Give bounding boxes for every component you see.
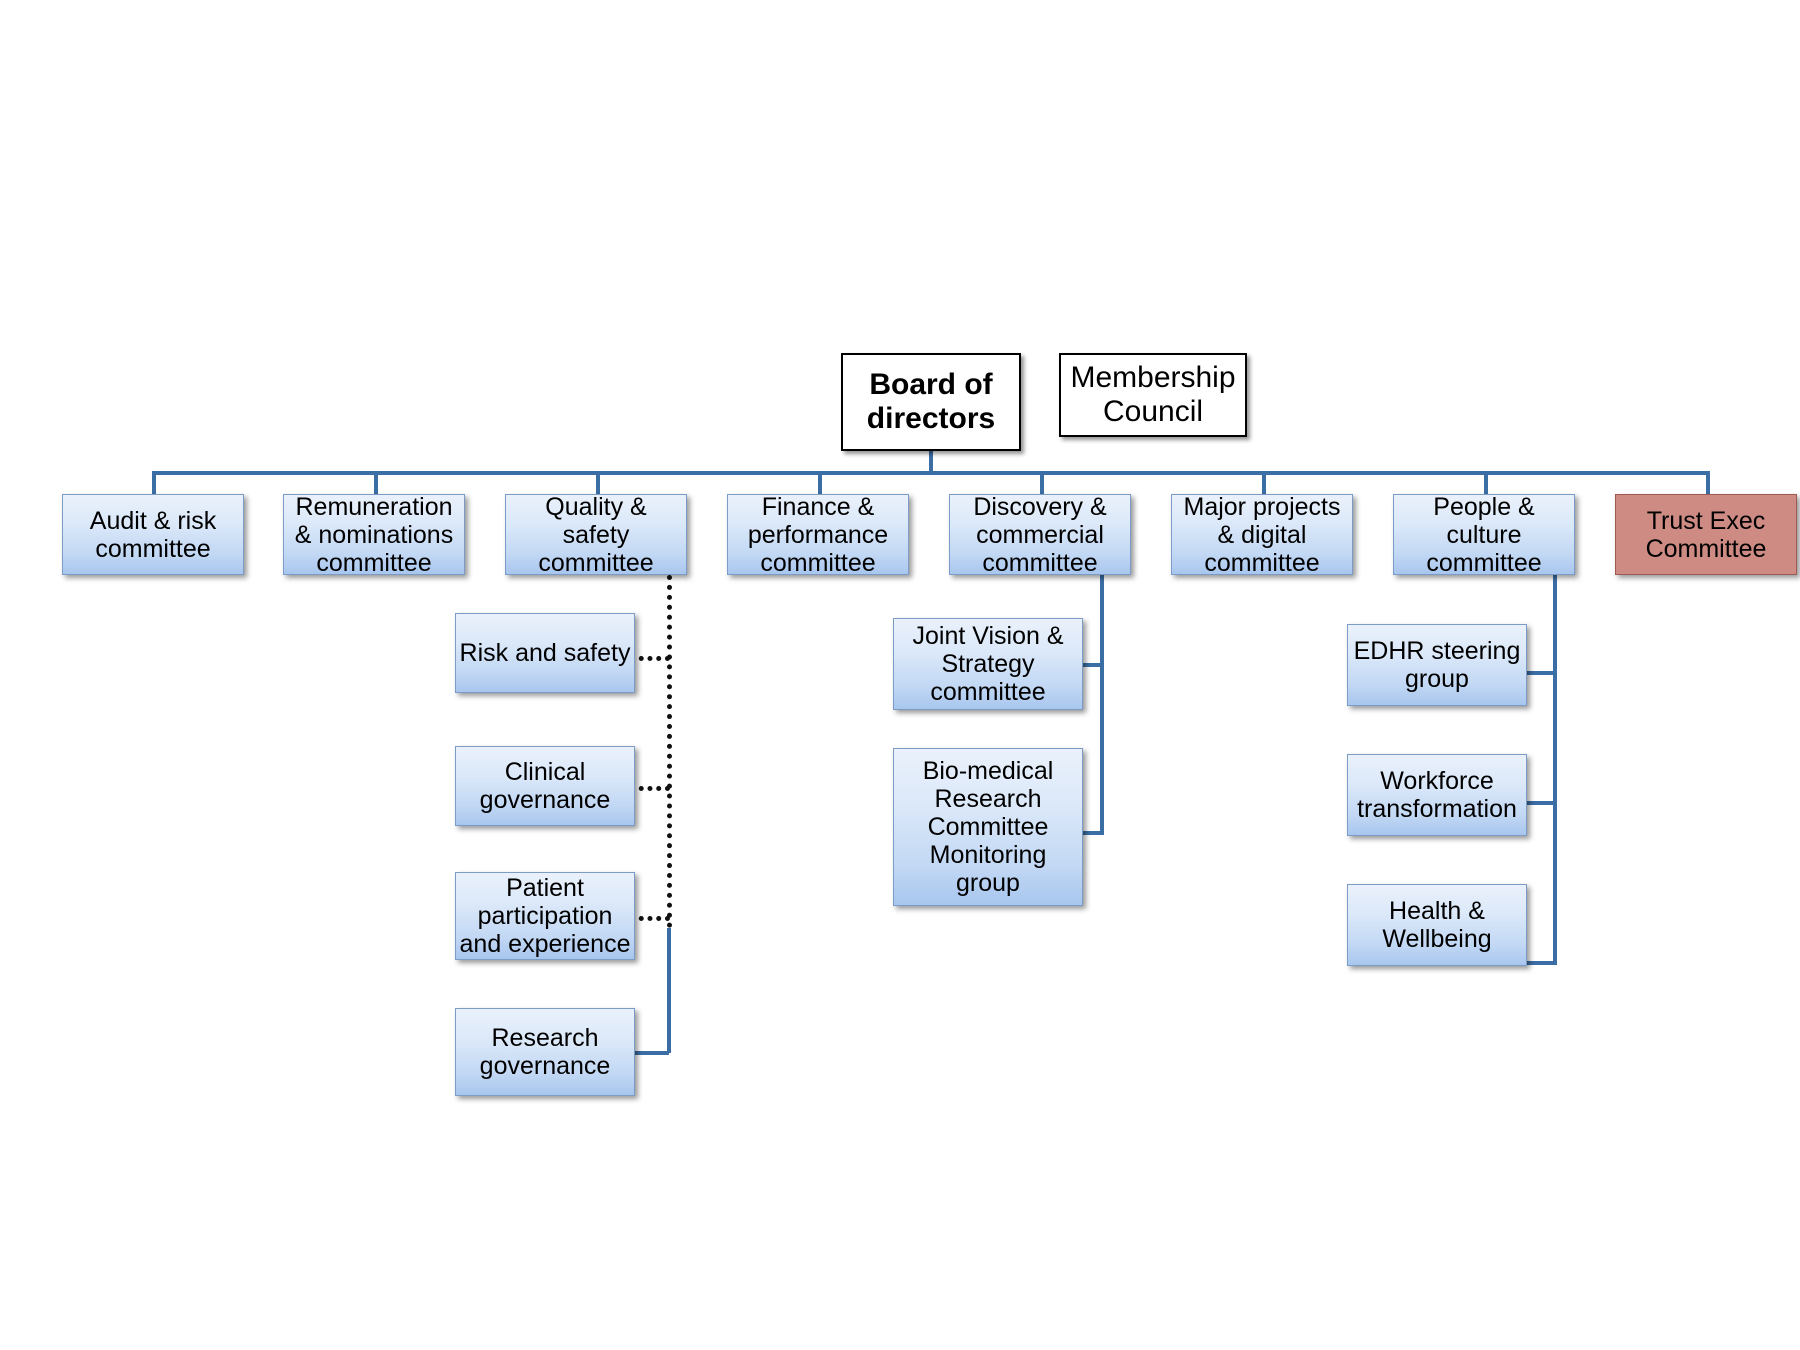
connector-discovery-spine	[1100, 575, 1104, 833]
connector-people-to-health-wellbeing	[1522, 961, 1557, 965]
node-label: People & culture committee	[1426, 492, 1542, 577]
node-membership-council[interactable]: Membership Council	[1059, 353, 1247, 437]
node-workforce-transformation[interactable]: Workforce transformation	[1347, 754, 1527, 836]
node-bio-medical-research-committee-monitoring-group[interactable]: Bio-medical Research Committee Monitorin…	[893, 748, 1083, 906]
connector-drop-audit	[152, 471, 156, 495]
node-label: Joint Vision & Strategy committee	[912, 622, 1064, 706]
node-label: Discovery & commercial committee	[973, 492, 1107, 577]
node-label: Workforce transformation	[1357, 767, 1517, 823]
node-label: Clinical governance	[479, 758, 611, 814]
node-joint-vision-strategy-committee[interactable]: Joint Vision & Strategy committee	[893, 618, 1083, 710]
node-clinical-governance[interactable]: Clinical governance	[455, 746, 635, 826]
connector-people-to-workforce	[1522, 801, 1557, 805]
node-label: Finance & performance committee	[747, 492, 889, 577]
node-label: Major projects & digital committee	[1183, 492, 1341, 577]
node-label: Membership Council	[1070, 361, 1236, 428]
node-audit-risk-committee[interactable]: Audit & risk committee	[62, 494, 244, 575]
connector-main-bus	[152, 471, 1706, 475]
connector-stub-risk-and-safety	[630, 656, 670, 661]
connector-discovery-to-biomedical	[1068, 831, 1104, 835]
node-label: Research governance	[479, 1024, 611, 1080]
node-label: Board of directors	[866, 368, 996, 435]
node-label: EDHR steering group	[1353, 637, 1521, 693]
node-label: Remuneration & nominations committee	[294, 492, 454, 577]
connector-quality-spine-dotted	[667, 575, 672, 928]
connector-drop-trustexec	[1706, 471, 1710, 495]
node-board-of-directors[interactable]: Board of directors	[841, 353, 1021, 451]
node-label: Patient participation and experience	[459, 874, 631, 958]
node-patient-participation-and-experience[interactable]: Patient participation and experience	[455, 872, 635, 960]
node-research-governance[interactable]: Research governance	[455, 1008, 635, 1096]
node-label: Health & Wellbeing	[1382, 897, 1492, 953]
connector-board-trunk	[929, 451, 933, 473]
node-health-and-wellbeing[interactable]: Health & Wellbeing	[1347, 884, 1527, 966]
connector-discovery-to-joint-vision	[1068, 663, 1104, 667]
node-label: Audit & risk committee	[89, 506, 217, 563]
connector-drop-quality	[596, 471, 600, 495]
connector-drop-finance	[818, 471, 822, 495]
node-quality-safety-committee[interactable]: Quality & safety committee	[505, 492, 687, 577]
connector-drop-discovery	[1040, 471, 1044, 495]
connector-drop-people	[1484, 471, 1488, 495]
node-discovery-commercial-committee[interactable]: Discovery & commercial committee	[949, 492, 1131, 577]
connector-drop-remuneration	[374, 471, 378, 495]
connector-stub-clinical-governance	[630, 786, 670, 791]
node-remuneration-nominations-committee[interactable]: Remuneration & nominations committee	[283, 492, 465, 577]
node-label: Risk and safety	[459, 639, 631, 667]
connector-people-to-edhr	[1522, 671, 1557, 675]
node-trust-exec-committee[interactable]: Trust Exec Committee	[1615, 494, 1797, 575]
connector-drop-major	[1262, 471, 1266, 495]
node-finance-performance-committee[interactable]: Finance & performance committee	[727, 492, 909, 577]
connector-people-spine	[1553, 575, 1557, 963]
connector-quality-to-research-governance	[630, 1051, 669, 1055]
node-edhr-steering-group[interactable]: EDHR steering group	[1347, 624, 1527, 706]
node-label: Quality & safety committee	[538, 492, 654, 577]
node-major-projects-digital-committee[interactable]: Major projects & digital committee	[1171, 492, 1353, 577]
node-people-culture-committee[interactable]: People & culture committee	[1393, 492, 1575, 577]
connector-stub-patient-participation	[630, 916, 670, 921]
connector-quality-spine-solid	[667, 928, 671, 1053]
node-label: Trust Exec Committee	[1645, 506, 1767, 563]
node-label: Bio-medical Research Committee Monitorin…	[922, 757, 1054, 897]
node-risk-and-safety[interactable]: Risk and safety	[455, 613, 635, 693]
